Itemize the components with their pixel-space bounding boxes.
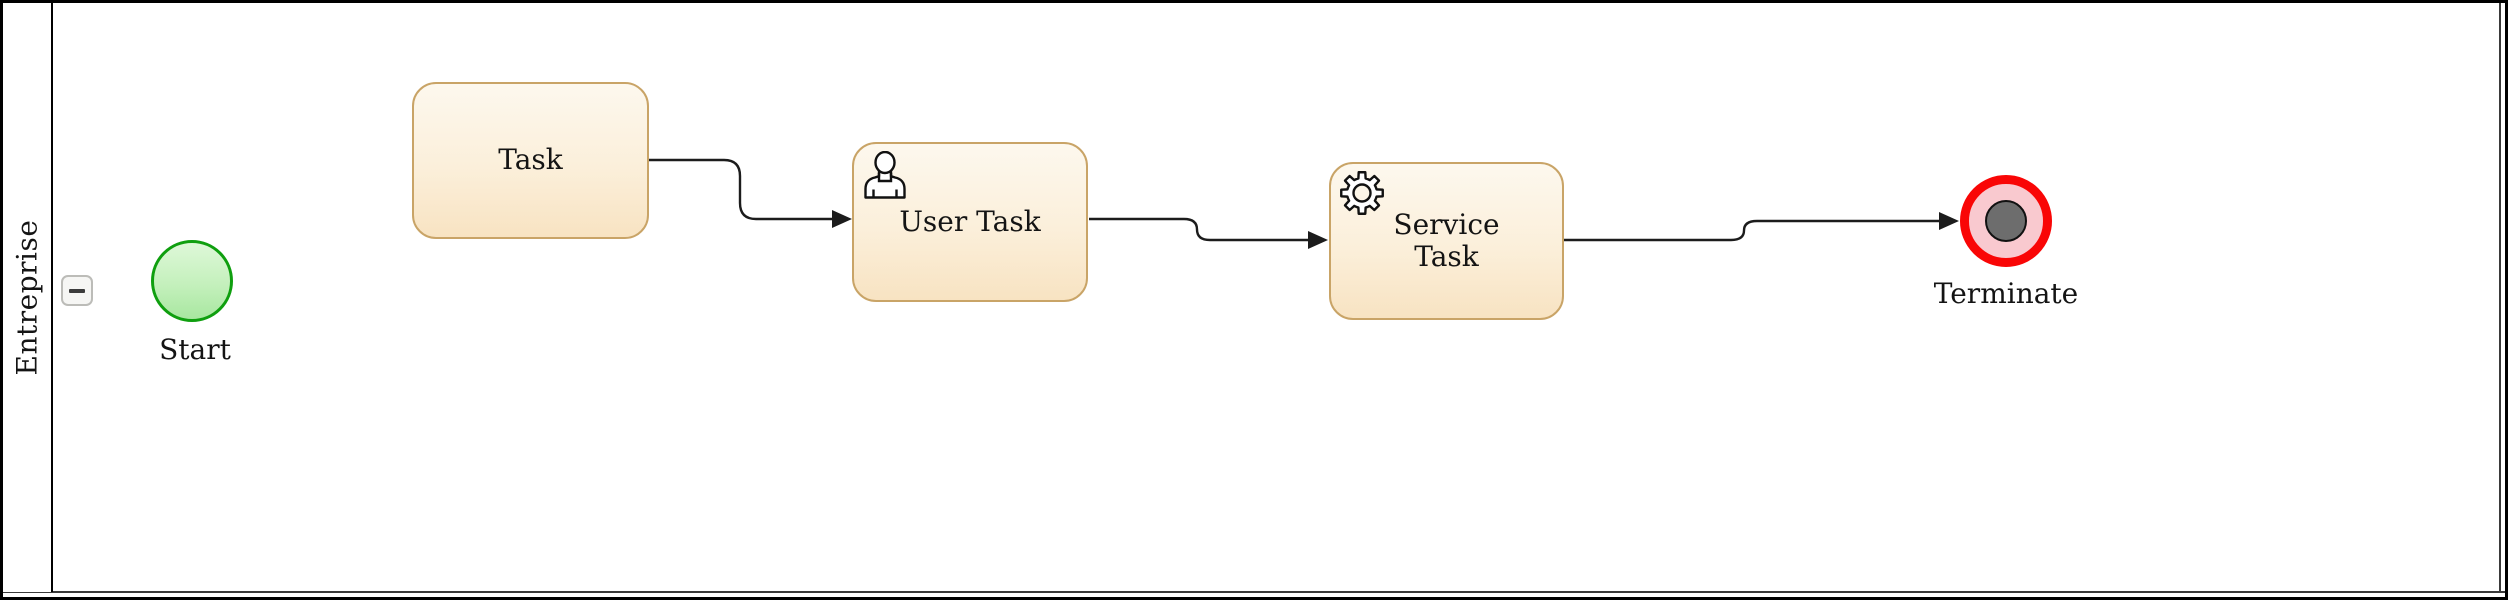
arrowhead-into-service-task <box>1308 231 1328 249</box>
service-task-label: Service Task <box>1393 207 1500 273</box>
flow-user-task-to-service-task[interactable] <box>1089 217 1309 242</box>
pool-border-bottom <box>3 591 2505 593</box>
pool-border-right <box>2499 3 2501 591</box>
pool-band-divider <box>51 3 53 592</box>
start-event-label: Start <box>159 333 231 366</box>
gear-icon <box>1340 171 1384 215</box>
pool-entreprise[interactable]: Entreprise <box>3 3 51 592</box>
service-task-shape[interactable]: Service Task <box>1329 162 1564 320</box>
user-icon <box>864 151 906 199</box>
terminate-label: Terminate <box>1933 277 2079 310</box>
task-label: Task <box>498 143 563 177</box>
terminate-end-event[interactable] <box>1960 175 2052 267</box>
user-task-label: User Task <box>899 204 1041 238</box>
arrowhead-into-user-task <box>832 210 852 228</box>
terminate-core-icon <box>1985 200 2027 242</box>
sequence-flow-layer <box>649 158 1959 249</box>
arrowhead-into-terminate <box>1939 212 1959 230</box>
task-shape[interactable]: Task <box>412 82 649 239</box>
start-event[interactable] <box>151 240 233 322</box>
user-task-shape[interactable]: User Task <box>852 142 1088 302</box>
pool-collapse-button[interactable] <box>61 275 93 306</box>
flow-service-task-to-terminate[interactable] <box>1564 219 1940 242</box>
minus-icon <box>69 288 85 293</box>
flow-task-to-user-task[interactable] <box>649 158 833 221</box>
